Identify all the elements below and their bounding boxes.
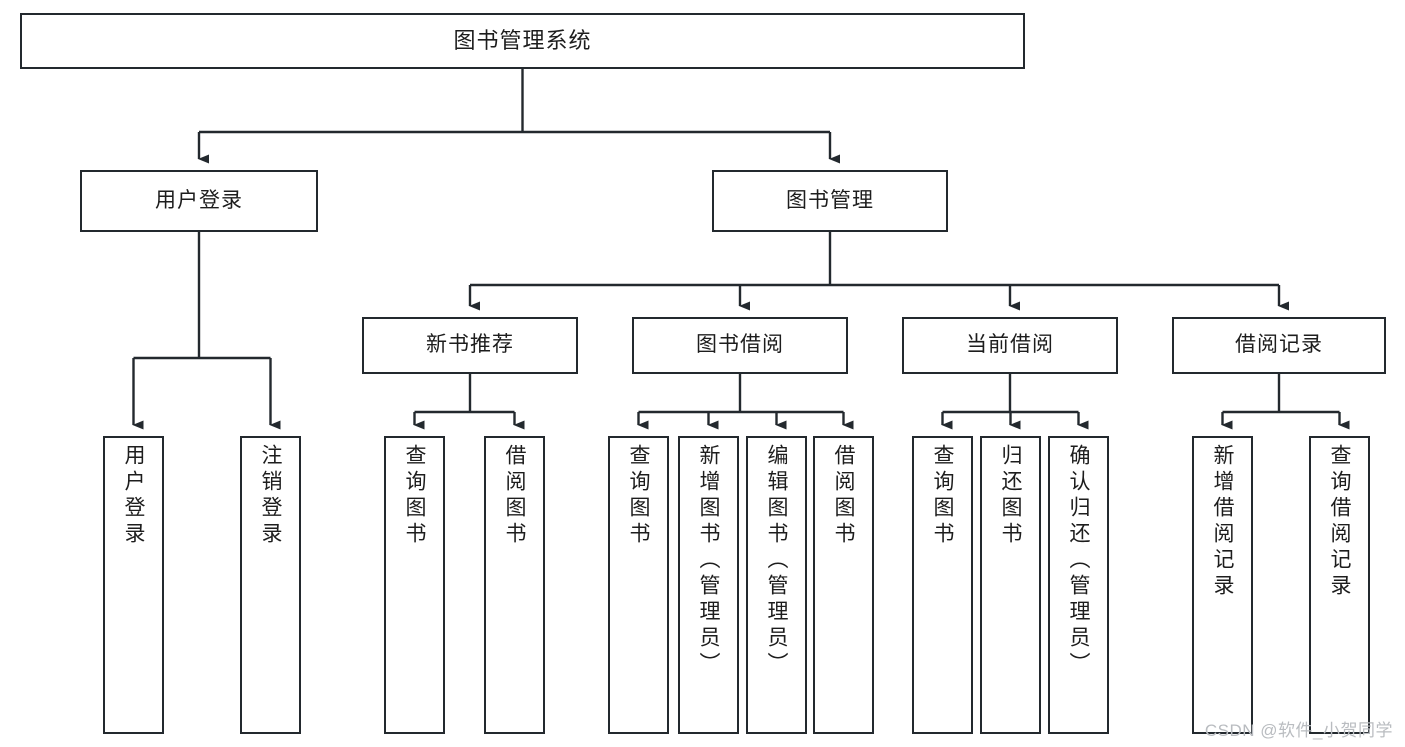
node-leaf-query-book-3[interactable]: 查询图书 [912,436,973,734]
node-login[interactable]: 用户登录 [80,170,318,232]
node-leaf-add-book[interactable]: 新增图书（管理员） [678,436,739,734]
node-label: 图书管理系统 [453,28,592,54]
node-label: 查询图书 [627,444,650,548]
node-leaf-query-book-1[interactable]: 查询图书 [384,436,445,734]
node-leaf-add-record[interactable]: 新增借阅记录 [1192,436,1253,734]
node-leaf-user-login[interactable]: 用户登录 [103,436,164,734]
node-label: 新增借阅记录 [1211,444,1234,600]
node-leaf-user-logout[interactable]: 注销登录 [240,436,301,734]
node-label: 借阅记录 [1235,333,1323,357]
node-label: 编辑图书（管理员） [765,444,788,678]
node-label: 用户登录 [155,188,243,212]
node-label: 借阅图书 [832,444,855,548]
node-current[interactable]: 当前借阅 [902,317,1118,374]
node-leaf-edit-book[interactable]: 编辑图书（管理员） [746,436,807,734]
node-label: 注销登录 [259,444,282,548]
node-leaf-query-book-2[interactable]: 查询图书 [608,436,669,734]
node-borrowbook[interactable]: 图书借阅 [632,317,848,374]
node-label: 图书借阅 [696,333,784,357]
node-label: 查询图书 [403,444,426,548]
node-leaf-return-book[interactable]: 归还图书 [980,436,1041,734]
node-label: 借阅图书 [503,444,526,548]
node-root[interactable]: 图书管理系统 [20,13,1025,69]
node-label: 查询图书 [931,444,954,548]
node-newbook[interactable]: 新书推荐 [362,317,578,374]
node-bookmgmt[interactable]: 图书管理 [712,170,948,232]
node-label: 归还图书 [999,444,1022,548]
node-label: 新书推荐 [426,333,514,357]
node-label: 当前借阅 [966,333,1054,357]
node-leaf-borrow-book-2[interactable]: 借阅图书 [813,436,874,734]
node-leaf-borrow-book-1[interactable]: 借阅图书 [484,436,545,734]
node-label: 用户登录 [122,444,145,548]
node-leaf-confirm-return[interactable]: 确认归还（管理员） [1048,436,1109,734]
node-label: 确认归还（管理员） [1067,444,1090,678]
node-label: 新增图书（管理员） [697,444,720,678]
node-label: 查询借阅记录 [1328,444,1351,600]
node-leaf-query-record[interactable]: 查询借阅记录 [1309,436,1370,734]
node-label: 图书管理 [786,188,874,212]
node-record[interactable]: 借阅记录 [1172,317,1386,374]
